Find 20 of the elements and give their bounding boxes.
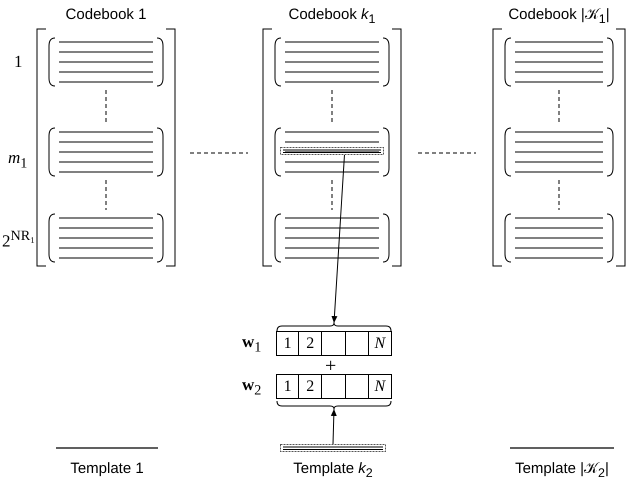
vector-cell: 1 — [276, 374, 300, 399]
vector-label: w$_{1}$ — [242, 332, 262, 356]
codebook-title: Codebook |𝒦$_{1}$| — [507, 6, 611, 26]
vector-cell: N — [368, 331, 392, 356]
row-index: m$_{1}$ — [8, 148, 28, 172]
template-caption: Template |𝒦$_{2}$| — [514, 460, 610, 480]
plus-sign: + — [325, 355, 336, 378]
arrow — [331, 154, 345, 324]
arrow — [330, 408, 337, 444]
vector-label: w$_{2}$ — [242, 375, 262, 400]
codebook-title: Codebook k$_{1}$ — [287, 6, 376, 26]
vector-cell: N — [368, 374, 392, 399]
vector-cell: 1 — [276, 331, 300, 356]
template-caption: Template k$_{2}$ — [292, 460, 374, 480]
vector-cell: 2 — [299, 374, 322, 399]
template-caption: Template 1 — [69, 460, 145, 477]
codebook-title: Codebook 1 — [64, 6, 148, 23]
row-index: 2$^{NR₁}$ — [2, 228, 36, 252]
vector-cell: 2 — [299, 331, 322, 356]
row-index: 1 — [14, 52, 22, 72]
